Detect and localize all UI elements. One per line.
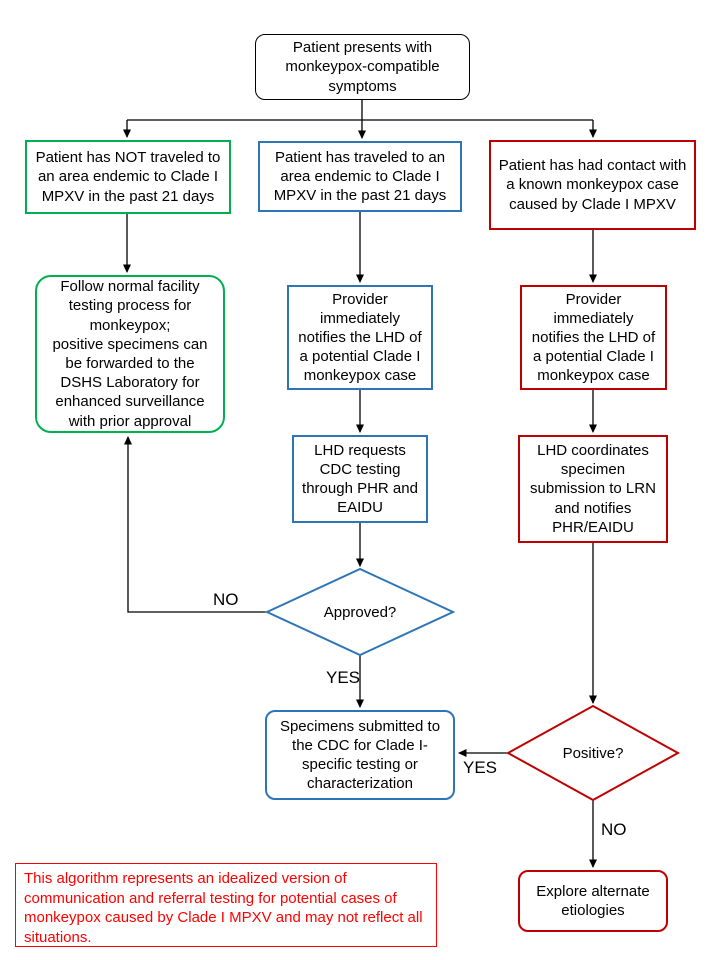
node-contact: Patient has had contact with a known mon… xyxy=(489,140,696,230)
node-lhd-requests: LHD requests CDC testing through PHR and… xyxy=(292,435,428,523)
disclaimer-note: This algorithm represents an idealized v… xyxy=(15,863,437,947)
edge-label-approved-yes: YES xyxy=(326,668,361,687)
edge-label-positive-no: NO xyxy=(601,820,627,839)
node-no-travel: Patient has NOT traveled to an area ende… xyxy=(25,140,231,214)
node-explore-alternate: Explore alternate etiologies xyxy=(518,870,668,932)
node-specimens-submitted: Specimens submitted to the CDC for Clade… xyxy=(265,710,455,800)
edge-label-positive-yes: YES xyxy=(463,758,498,777)
node-start: Patient presents with monkeypox-compatib… xyxy=(255,34,470,100)
edge-label-approved-no: NO xyxy=(213,590,239,609)
node-lhd-coordinates: LHD coordinates specimen submission to L… xyxy=(518,435,668,543)
node-travel: Patient has traveled to an area endemic … xyxy=(258,141,462,212)
node-normal-process: Follow normal facility testing process f… xyxy=(35,275,225,433)
node-provider-notifies-contact: Provider immediately notifies the LHD of… xyxy=(520,285,667,390)
node-provider-notifies-travel: Provider immediately notifies the LHD of… xyxy=(287,285,433,390)
connector-approved-no xyxy=(124,436,267,613)
approved-diamond xyxy=(264,567,456,657)
positive-diamond xyxy=(505,704,681,802)
